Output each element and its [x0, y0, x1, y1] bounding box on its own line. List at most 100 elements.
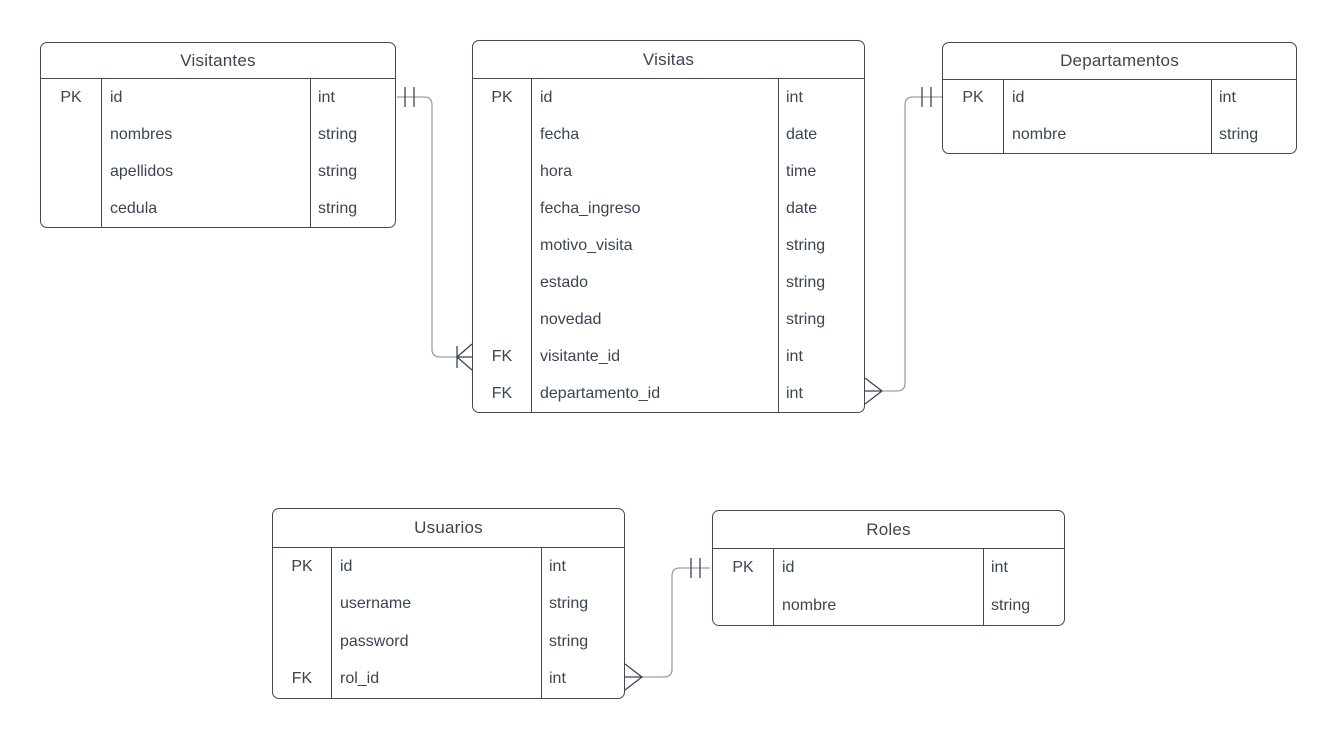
type-cell: string — [318, 125, 358, 143]
field-cell: apellidos — [101, 153, 311, 190]
table-row: FK rol_id int — [273, 660, 624, 698]
type-cell: string — [318, 199, 358, 217]
table-title-roles: Roles — [713, 511, 1064, 549]
table-row: nombre string — [943, 116, 1296, 154]
key-cell: PK — [291, 557, 313, 575]
key-cell — [473, 301, 531, 338]
table-row: fecha_ingreso date — [473, 190, 864, 227]
field-cell: hora — [531, 153, 779, 190]
field-cell: password — [331, 623, 542, 661]
cardinality-marker — [864, 390, 883, 405]
table-row: fecha date — [473, 116, 864, 153]
key-cell — [41, 190, 101, 227]
connector-visitantes-visitas — [397, 87, 473, 371]
key-cell — [943, 117, 1003, 154]
field-cell: id — [773, 549, 984, 587]
table-row: estado string — [473, 264, 864, 301]
type-cell: date — [786, 125, 818, 143]
connector-roles-usuarios — [624, 558, 710, 691]
table-row: username string — [273, 585, 624, 624]
field-cell: nombres — [101, 116, 311, 153]
type-cell: string — [318, 162, 358, 180]
key-cell — [473, 153, 531, 190]
type-cell: string — [786, 273, 826, 291]
type-cell: int — [991, 559, 1008, 576]
field-cell: fecha_ingreso — [531, 190, 779, 227]
field-cell: id — [331, 548, 542, 586]
type-cell: int — [786, 88, 803, 106]
field-cell: estado — [531, 264, 779, 301]
field-cell: rol_id — [331, 660, 542, 698]
table-title-departamentos: Departamentos — [943, 43, 1296, 80]
type-cell: int — [1219, 89, 1236, 107]
table-row: FK visitante_id int — [473, 338, 864, 375]
field-cell: username — [331, 585, 542, 623]
key-cell — [41, 153, 101, 190]
field-cell: id — [531, 79, 779, 116]
cardinality-marker — [624, 676, 643, 691]
table-title-usuarios: Usuarios — [273, 509, 624, 548]
field-cell: id — [1003, 80, 1212, 117]
type-cell: int — [549, 557, 566, 575]
field-cell: novedad — [531, 301, 779, 338]
type-cell: string — [1219, 125, 1259, 143]
table-title-visitas: Visitas — [473, 41, 864, 79]
key-cell — [41, 116, 101, 153]
type-cell: string — [549, 595, 589, 613]
type-cell: int — [786, 347, 803, 365]
key-cell: PK — [962, 89, 984, 107]
table-title-visitantes: Visitantes — [41, 43, 395, 79]
type-cell: string — [549, 632, 589, 650]
cardinality-marker — [456, 356, 473, 371]
table-row: nombres string — [41, 116, 395, 153]
key-cell: PK — [732, 559, 754, 576]
field-cell: motivo_visita — [531, 227, 779, 264]
key-cell: FK — [491, 347, 513, 365]
connector-line — [882, 96, 942, 392]
field-cell: nombre — [1003, 116, 1212, 153]
field-cell: visitante_id — [531, 338, 779, 375]
type-cell: int — [549, 670, 566, 688]
type-cell: string — [786, 310, 826, 328]
field-cell: departamento_id — [531, 375, 779, 412]
cardinality-marker — [624, 663, 643, 678]
connector-line — [397, 96, 457, 358]
field-cell: cedula — [101, 190, 311, 227]
type-cell: date — [786, 199, 818, 217]
key-cell — [473, 264, 531, 301]
key-cell — [273, 623, 331, 661]
field-cell: nombre — [773, 587, 984, 625]
field-cell: fecha — [531, 116, 779, 153]
key-cell — [473, 116, 531, 153]
table-row: apellidos string — [41, 153, 395, 190]
type-cell: int — [786, 384, 803, 402]
cardinality-marker — [456, 343, 473, 358]
key-cell — [473, 227, 531, 264]
type-cell: string — [991, 597, 1031, 614]
table-row: cedula string — [41, 190, 395, 227]
connector-departamentos-visitas — [864, 87, 942, 405]
table-row: novedad string — [473, 301, 864, 338]
cardinality-marker — [864, 377, 883, 392]
key-cell — [273, 586, 331, 624]
type-cell: int — [318, 88, 335, 106]
key-cell: FK — [291, 670, 313, 688]
